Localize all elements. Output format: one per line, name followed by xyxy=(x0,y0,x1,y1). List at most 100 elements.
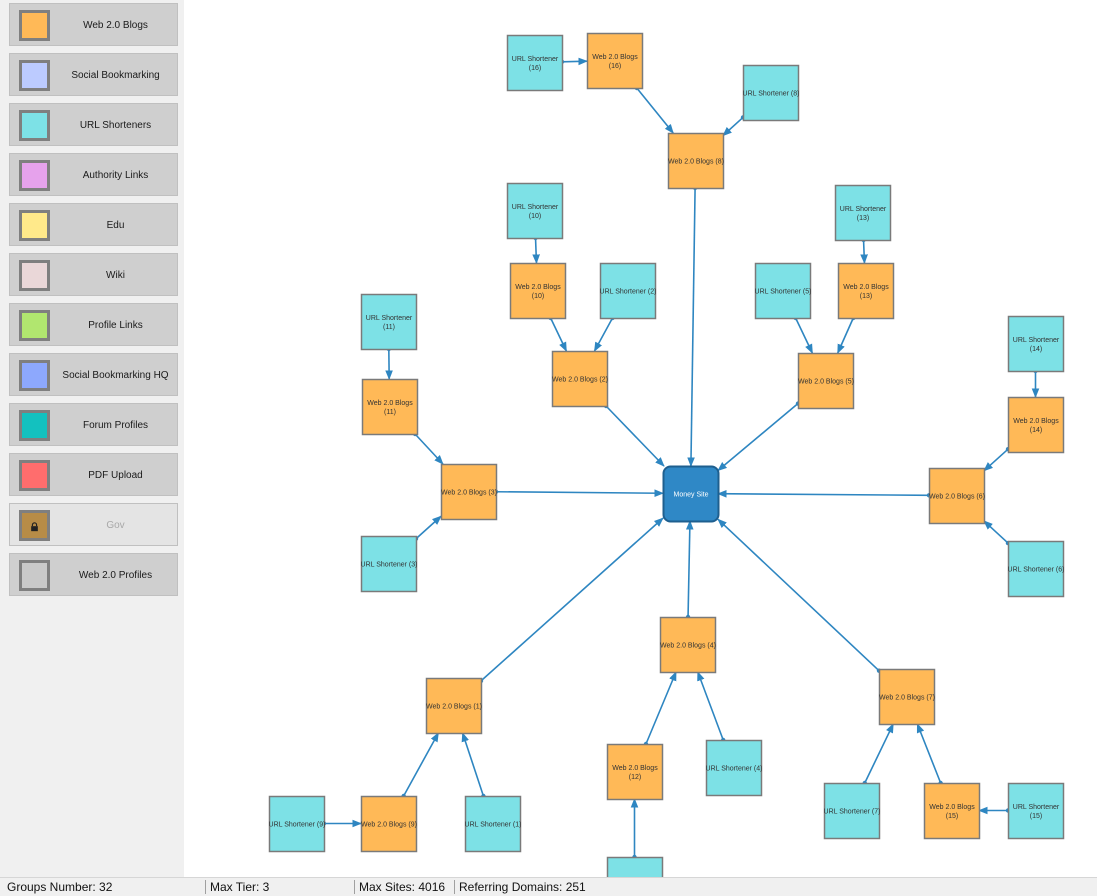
node-us14[interactable]: URL Shortener(14) xyxy=(1007,315,1065,373)
link-edge-us6-to-wb6 xyxy=(983,520,1009,544)
node-label: (14) xyxy=(1030,346,1042,353)
node-label: URL Shortener xyxy=(512,204,559,211)
node-us13[interactable]: URL Shortener(13) xyxy=(834,184,892,242)
node-us11[interactable]: URL Shortener(11) xyxy=(360,293,418,351)
color-swatch xyxy=(19,10,50,41)
node-box[interactable] xyxy=(606,743,664,801)
palette-item-label: Social Bookmarking HQ xyxy=(62,370,169,381)
node-us16[interactable]: URL Shortener(16) xyxy=(506,34,564,92)
node-wb9[interactable]: Web 2.0 Blogs (9) xyxy=(360,795,418,853)
node-box[interactable] xyxy=(834,184,892,242)
node-wb8[interactable]: Web 2.0 Blogs (8) xyxy=(667,132,725,190)
node-wb15[interactable]: Web 2.0 Blogs(15) xyxy=(923,782,981,840)
node-box[interactable] xyxy=(464,795,522,853)
node-box[interactable] xyxy=(361,378,419,436)
node-wb4[interactable]: Web 2.0 Blogs (4) xyxy=(659,616,717,674)
node-box[interactable] xyxy=(1007,540,1065,598)
node-wb12[interactable]: Web 2.0 Blogs(12) xyxy=(606,743,664,801)
node-label: (10) xyxy=(532,293,544,300)
node-box[interactable] xyxy=(1007,315,1065,373)
node-wb14[interactable]: Web 2.0 Blogs(14) xyxy=(1007,396,1065,454)
node-us1[interactable]: URL Shortener (1) xyxy=(464,795,522,853)
node-label: URL Shortener (9) xyxy=(269,822,326,829)
node-box[interactable] xyxy=(509,262,567,320)
node-us2[interactable]: URL Shortener (2) xyxy=(599,262,657,320)
node-label: Web 2.0 Blogs xyxy=(592,54,638,61)
node-box[interactable] xyxy=(797,352,855,410)
node-us6[interactable]: URL Shortener (6) xyxy=(1007,540,1065,598)
money-site-box[interactable] xyxy=(662,465,720,523)
node-box[interactable] xyxy=(1007,396,1065,454)
node-wb1[interactable]: Web 2.0 Blogs (1) xyxy=(425,677,483,735)
node-box[interactable] xyxy=(440,463,498,521)
node-wb13[interactable]: Web 2.0 Blogs(13) xyxy=(837,262,895,320)
lock-icon xyxy=(31,522,38,532)
palette-item-profile-links[interactable]: Profile Links xyxy=(9,303,178,346)
node-box[interactable] xyxy=(742,64,800,122)
node-label: (15) xyxy=(946,813,958,820)
node-label: URL Shortener (4) xyxy=(706,766,763,773)
node-box[interactable] xyxy=(837,262,895,320)
node-box[interactable] xyxy=(705,739,763,797)
node-box[interactable] xyxy=(360,535,418,593)
palette-item-pdf-upload[interactable]: PDF Upload xyxy=(9,453,178,496)
node-box[interactable] xyxy=(667,132,725,190)
palette-item-social-bookmarking[interactable]: Social Bookmarking xyxy=(9,53,178,96)
palette-item-label: Web 2.0 Profiles xyxy=(78,570,153,581)
node-us3[interactable]: URL Shortener (3) xyxy=(360,535,418,593)
node-us4[interactable]: URL Shortener (4) xyxy=(705,739,763,797)
node-box[interactable] xyxy=(659,616,717,674)
money-site-label: Money Site xyxy=(673,492,708,499)
node-box[interactable] xyxy=(823,782,881,840)
node-wb5[interactable]: Web 2.0 Blogs (5) xyxy=(797,352,855,410)
node-box[interactable] xyxy=(878,668,936,726)
node-box[interactable] xyxy=(506,182,564,240)
node-box[interactable] xyxy=(360,293,418,351)
node-box[interactable] xyxy=(754,262,812,320)
node-us10[interactable]: URL Shortener(10) xyxy=(506,182,564,240)
palette-item-social-bookmarking-hq[interactable]: Social Bookmarking HQ xyxy=(9,353,178,396)
node-wb7[interactable]: Web 2.0 Blogs (7) xyxy=(878,668,936,726)
node-box[interactable] xyxy=(923,782,981,840)
palette-item-wiki[interactable]: Wiki xyxy=(9,253,178,296)
palette-item-authority-links[interactable]: Authority Links xyxy=(9,153,178,196)
node-money-site[interactable]: Money Site xyxy=(662,465,720,523)
node-wb3[interactable]: Web 2.0 Blogs (3) xyxy=(440,463,498,521)
node-box[interactable] xyxy=(425,677,483,735)
node-us8[interactable]: URL Shortener (8) xyxy=(742,64,800,122)
node-us9[interactable]: URL Shortener (9) xyxy=(268,795,326,853)
diagram-canvas[interactable]: Web 2.0 Blogs (8) Web 2.0 Blogs(16) URL Sh… xyxy=(184,0,1097,877)
color-swatch xyxy=(19,410,50,441)
node-wb2[interactable]: Web 2.0 Blogs (2) xyxy=(551,350,609,408)
node-us12[interactable] xyxy=(606,856,664,878)
node-wb10[interactable]: Web 2.0 Blogs(10) xyxy=(509,262,567,320)
palette-item-url-shorteners[interactable]: URL Shorteners xyxy=(9,103,178,146)
node-wb6[interactable]: Web 2.0 Blogs (6) xyxy=(928,467,986,525)
node-label: URL Shortener (7) xyxy=(824,809,881,816)
link-edge-us10-to-wb10 xyxy=(532,237,540,264)
node-box[interactable] xyxy=(586,32,644,90)
node-box[interactable] xyxy=(506,34,564,92)
link-edge-us4-to-wb4 xyxy=(697,671,724,741)
node-wb16[interactable]: Web 2.0 Blogs(16) xyxy=(586,32,644,90)
palette-item-web-2-0-profiles[interactable]: Web 2.0 Profiles xyxy=(9,553,178,596)
node-box[interactable] xyxy=(606,856,664,878)
palette-item-edu[interactable]: Edu xyxy=(9,203,178,246)
node-label: Web 2.0 Blogs (6) xyxy=(929,494,985,501)
node-us5[interactable]: URL Shortener (5) xyxy=(754,262,812,320)
node-box[interactable] xyxy=(551,350,609,408)
node-box[interactable] xyxy=(268,795,326,853)
node-box[interactable] xyxy=(360,795,418,853)
node-us7[interactable]: URL Shortener (7) xyxy=(823,782,881,840)
color-swatch xyxy=(19,360,50,391)
palette-item-forum-profiles[interactable]: Forum Profiles xyxy=(9,403,178,446)
node-wb11[interactable]: Web 2.0 Blogs(11) xyxy=(361,378,419,436)
palette-item-web-2-0-blogs[interactable]: Web 2.0 Blogs xyxy=(9,3,178,46)
node-box[interactable] xyxy=(928,467,986,525)
node-box[interactable] xyxy=(599,262,657,320)
link-edge-us3-to-wb3 xyxy=(415,515,442,540)
node-us15[interactable]: URL Shortener(15) xyxy=(1007,782,1065,840)
link-diagram[interactable]: Web 2.0 Blogs (8) Web 2.0 Blogs(16) URL Sh… xyxy=(184,0,1097,877)
node-box[interactable] xyxy=(1007,782,1065,840)
node-label: (14) xyxy=(1030,427,1042,434)
